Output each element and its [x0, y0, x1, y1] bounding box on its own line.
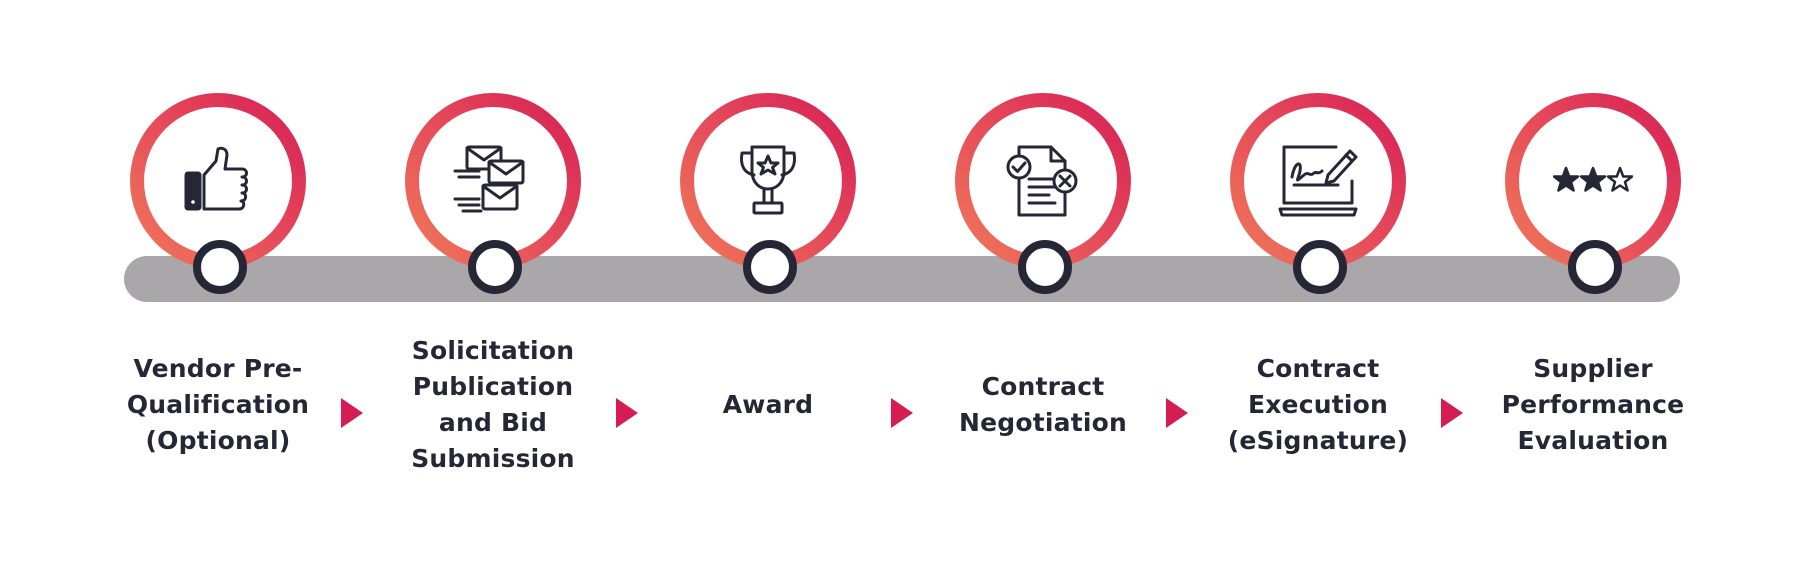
trophy-icon [728, 141, 808, 221]
timeline-node [743, 240, 797, 294]
step-arrow [1166, 398, 1188, 428]
step-label: Award [722, 390, 814, 419]
step-ring [955, 93, 1131, 269]
step-ring [130, 93, 306, 269]
step-vendor-prequalification: Vendor Pre-Qualification(Optional) [113, 0, 333, 569]
step-label: Vendor Pre-Qualification(Optional) [126, 354, 310, 455]
timeline-node [1018, 240, 1072, 294]
thumbs-up-icon [178, 141, 258, 221]
timeline-node [193, 240, 247, 294]
timeline-node [1568, 240, 1622, 294]
step-ring [680, 93, 856, 269]
timeline-track [124, 256, 1680, 302]
timeline-node [1293, 240, 1347, 294]
signature-icon [1278, 141, 1358, 221]
timeline-node [468, 240, 522, 294]
step-ring [1505, 93, 1681, 269]
step-award: Award [663, 0, 883, 569]
step-arrow [616, 398, 638, 428]
step-arrow [891, 398, 913, 428]
step-ring [405, 93, 581, 269]
step-arrow [341, 398, 363, 428]
step-arrow [1441, 398, 1463, 428]
step-ring [1230, 93, 1406, 269]
star-rating-icon [1553, 141, 1633, 221]
envelopes-icon [453, 141, 533, 221]
document-review-icon [1003, 141, 1083, 221]
